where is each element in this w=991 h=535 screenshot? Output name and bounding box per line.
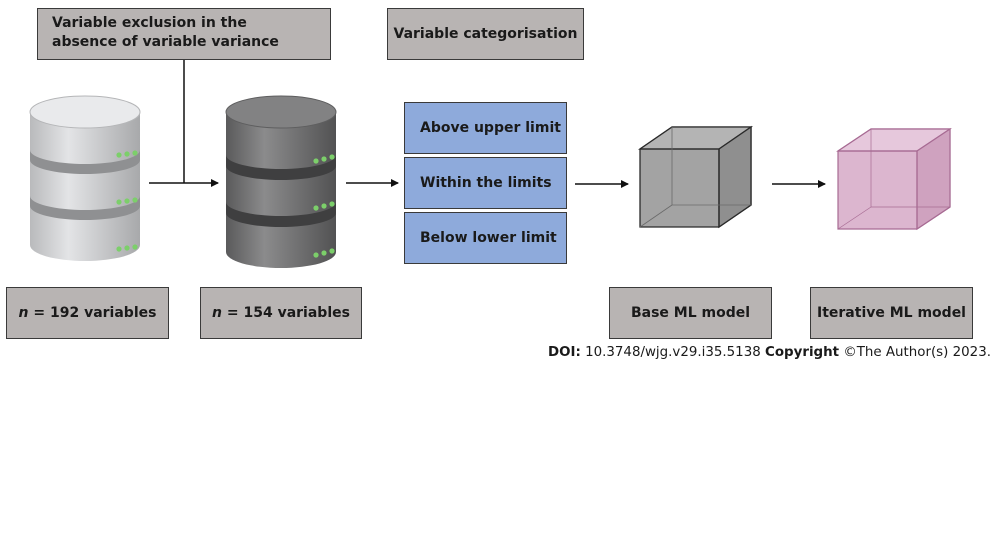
count-192-box: n = 192 variables [6, 287, 169, 339]
category-within-box: Within the limits [404, 157, 567, 209]
category-below-box: Below lower limit [404, 212, 567, 264]
iterative-model-box: Iterative ML model [810, 287, 973, 339]
categorisation-box: Variable categorisation [387, 8, 584, 60]
exclusion-box: Variable exclusion in the absence of var… [37, 8, 331, 60]
copyright-value: ©The Author(s) 2023. [839, 345, 991, 360]
exclusion-label: Variable exclusion in the absence of var… [52, 15, 279, 50]
base-model-label: Base ML model [630, 304, 751, 321]
doi-value: 10.3748/wjg.v29.i35.5138 [580, 345, 765, 360]
category-within-label: Within the limits [420, 174, 552, 191]
iterative-model-cube-icon [836, 127, 952, 231]
category-below-label: Below lower limit [420, 229, 557, 246]
copyright-label: Copyright [765, 345, 840, 360]
doi-label: DOI: [548, 345, 581, 360]
base-model-box: Base ML model [609, 287, 772, 339]
count-154-label: n = 154 variables [212, 304, 350, 321]
iterative-model-label: Iterative ML model [817, 304, 966, 321]
database-154-icon [225, 95, 337, 268]
database-192-icon [29, 95, 141, 261]
base-model-cube-icon [637, 125, 754, 229]
category-above-label: Above upper limit [420, 119, 561, 136]
citation-footer: DOI: 10.3748/wjg.v29.i35.5138 Copyright … [548, 345, 991, 360]
category-above-box: Above upper limit [404, 102, 567, 154]
count-154-box: n = 154 variables [200, 287, 362, 339]
count-192-label: n = 192 variables [18, 304, 157, 321]
categorisation-label: Variable categorisation [393, 25, 578, 42]
